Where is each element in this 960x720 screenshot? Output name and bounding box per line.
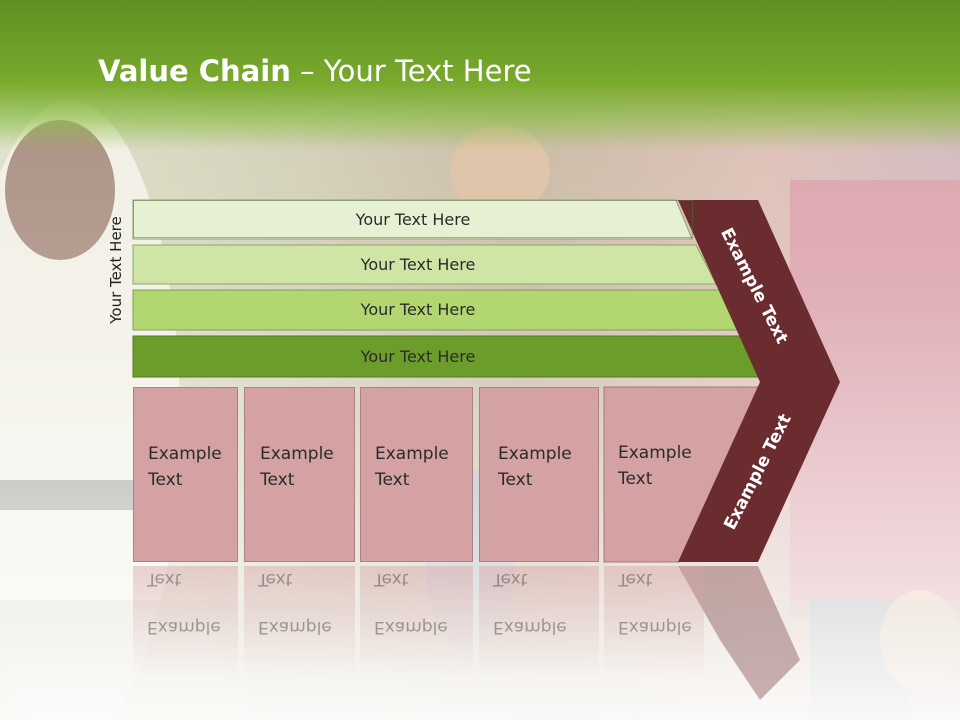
cell-1: Example Text (133, 387, 238, 562)
cell-2: Example Text (244, 387, 355, 562)
arrow-reflection (678, 566, 800, 700)
cell-4-line2: Text (498, 470, 533, 490)
cell-2-line1: Example (260, 444, 334, 464)
cell-5-line2: Text (618, 469, 653, 489)
band-3: Your Text Here (360, 299, 476, 319)
band-4: Your Text Here (360, 346, 476, 366)
cell-3-line1: Example (375, 444, 449, 464)
cell-3: Example Text (360, 387, 473, 562)
title-rest: – Your Text Here (290, 54, 532, 88)
cell-5-line1: Example (618, 443, 692, 463)
cell-1-line1: Example (148, 444, 222, 464)
cell-5: Example Text (604, 387, 704, 562)
cell-4-line1: Example (498, 444, 572, 464)
arrow-body (678, 200, 840, 562)
band-2: Your Text Here (360, 254, 476, 274)
cell-2-line2: Text (260, 470, 295, 490)
cell-1-line2: Text (148, 470, 183, 490)
header-bar (0, 0, 960, 150)
cell-4: Example Text (479, 387, 599, 562)
title-bold: Value Chain (98, 54, 291, 88)
cell-3-line2: Text (375, 470, 410, 490)
band-1: Your Text Here (133, 200, 693, 238)
page-title: Value Chain – Your Text Here (98, 54, 532, 88)
